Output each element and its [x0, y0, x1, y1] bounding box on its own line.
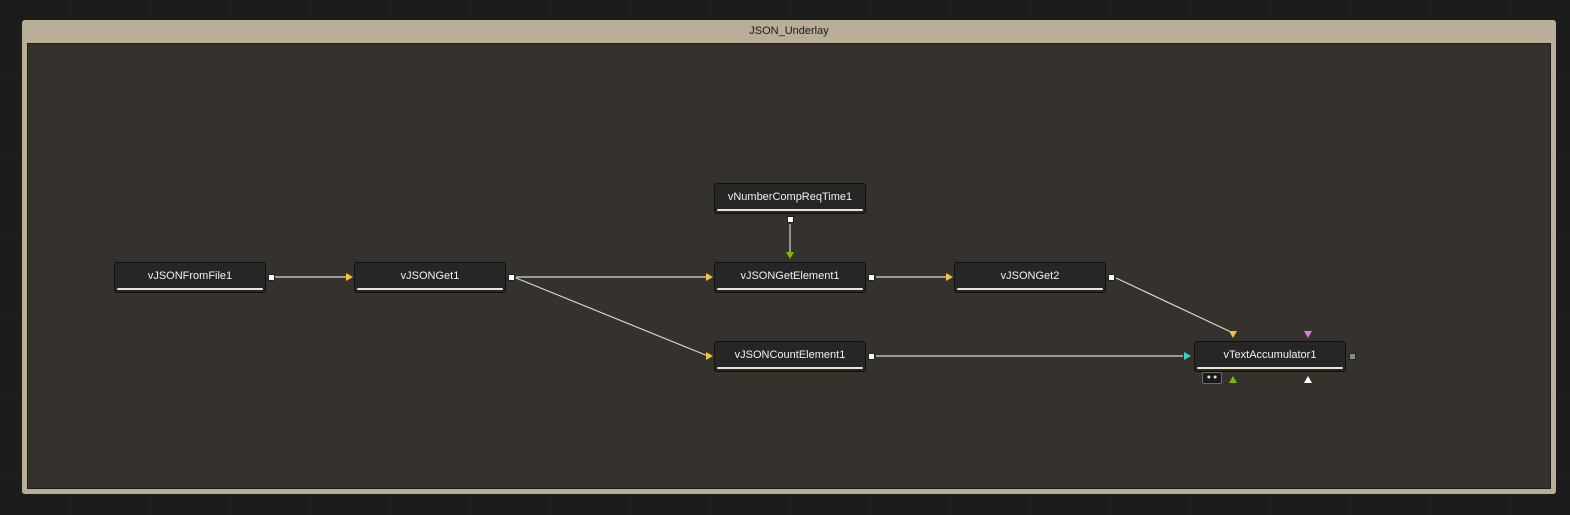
- underlay-group[interactable]: JSON_Underlay: [22, 20, 1556, 494]
- vnumbercompreqtime1-output-port[interactable]: [787, 216, 794, 223]
- node-vjsonget2[interactable]: vJSONGet2: [954, 262, 1106, 293]
- node-vjsongetelement1[interactable]: vJSONGetElement1: [714, 262, 866, 293]
- node-vjsonfromfile1[interactable]: vJSONFromFile1: [114, 262, 266, 293]
- vjsonget1-output-port[interactable]: [508, 274, 515, 281]
- underlay-title[interactable]: JSON_Underlay: [749, 25, 829, 37]
- node-vnumbercompreqtime1[interactable]: vNumberCompReqTime1: [714, 183, 866, 214]
- vjsonget2-output-port[interactable]: [1108, 274, 1115, 281]
- vjsonfromfile1-output-port[interactable]: [268, 274, 275, 281]
- node-vjsoncountelement1[interactable]: vJSONCountElement1: [714, 341, 866, 372]
- vjsoncountelement1-output-port[interactable]: [868, 353, 875, 360]
- vtextaccumulator1-output-port[interactable]: [1349, 353, 1356, 360]
- dot-dot-icon[interactable]: ● ●: [1202, 372, 1222, 384]
- node-vjsonget1[interactable]: vJSONGet1: [354, 262, 506, 293]
- vjsongetelement1-output-port[interactable]: [868, 274, 875, 281]
- node-vtextaccumulator1[interactable]: vTextAccumulator1: [1194, 341, 1346, 372]
